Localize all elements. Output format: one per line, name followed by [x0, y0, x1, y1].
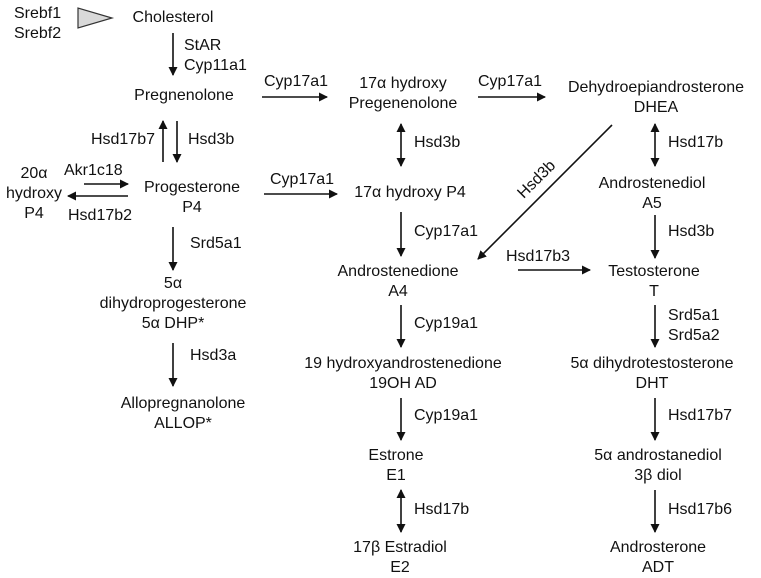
node-p4oh-line3: P4	[24, 205, 44, 222]
node-allop: Allopregnanolone	[120, 395, 246, 412]
node-dht-abbr: DHT	[635, 375, 669, 392]
enzyme-hsd3b-a: Hsd3b	[188, 131, 235, 148]
node-dhea-abbr: DHEA	[633, 99, 679, 116]
node-diol-abbr: 3β diol	[634, 467, 682, 484]
node-progesterone-abbr: P4	[182, 199, 202, 216]
node-a5-abbr: A5	[642, 195, 662, 212]
node-dhp-line2: dihydroprogesterone	[99, 295, 247, 312]
regulator-srebf2: Srebf2	[14, 25, 62, 42]
enzyme-hsd17b-b: Hsd17b	[414, 501, 470, 518]
node-t-abbr: T	[649, 283, 659, 300]
enzyme-cyp19a1-b: Cyp19a1	[414, 407, 479, 424]
enzyme-hsd3b-c: Hsd3b	[668, 223, 715, 240]
enzyme-star: StAR	[184, 37, 222, 54]
node-allop-abbr: ALLOP*	[154, 415, 212, 432]
enzyme-hsd17b7-a: Hsd17b7	[90, 131, 155, 148]
node-dhp-line3: 5α DHP*	[141, 315, 205, 332]
node-dht: 5α dihydrotestosterone	[570, 355, 734, 372]
node-a4-abbr: A4	[388, 283, 408, 300]
node-e1: Estrone	[368, 447, 424, 464]
enzyme-cyp17a1-d: Cyp17a1	[414, 223, 479, 240]
enzyme-hsd17b7-b: Hsd17b7	[668, 407, 733, 424]
enzyme-srd5a1-b: Srd5a1	[668, 307, 720, 324]
enzyme-cyp11a1: Cyp11a1	[184, 57, 247, 74]
node-diol: 5α androstanediol	[594, 447, 722, 464]
node-a4: Androstenedione	[337, 263, 459, 280]
node-pregnenolone: Pregnenolone	[134, 87, 234, 104]
node-t: Testosterone	[608, 263, 700, 280]
enzyme-srd5a2: Srd5a2	[668, 327, 720, 344]
srebf-triangle	[77, 7, 115, 29]
node-dhea: Dehydroepiandrosterone	[567, 79, 745, 96]
node-p4oh-line1: 20α	[20, 165, 48, 182]
node-adt: Androsterone	[609, 539, 707, 556]
arrow-dhea-a4	[477, 124, 613, 260]
node-a5: Androstenediol	[598, 175, 706, 192]
node-adt-abbr: ADT	[642, 559, 674, 576]
enzyme-akr1c18: Akr1c18	[64, 162, 123, 179]
enzyme-hsd17b3: Hsd17b3	[506, 248, 571, 265]
node-progesterone: Progesterone	[143, 179, 241, 196]
enzyme-hsd3b-b: Hsd3b	[414, 134, 461, 151]
node-dhp-line1: 5α	[163, 275, 183, 292]
regulator-srebf1: Srebf1	[14, 5, 62, 22]
enzyme-hsd17b-a: Hsd17b	[668, 134, 724, 151]
node-ohad-abbr: 19OH AD	[369, 375, 437, 392]
node-p4oh-line2: hydroxy	[5, 185, 63, 202]
enzyme-cyp17a1-b: Cyp17a1	[478, 73, 543, 90]
node-oh-p4: 17α hydroxy P4	[354, 184, 466, 201]
enzyme-hsd3a: Hsd3a	[190, 347, 237, 364]
enzyme-srd5a1-a: Srd5a1	[190, 235, 242, 252]
enzyme-hsd17b2: Hsd17b2	[68, 207, 133, 224]
enzyme-cyp17a1-a: Cyp17a1	[264, 73, 329, 90]
node-e1-abbr: E1	[386, 467, 406, 484]
node-e2: 17β Estradiol	[353, 539, 447, 556]
enzyme-cyp19a1-a: Cyp19a1	[414, 315, 479, 332]
node-oh-preg-line2: Pregenenolone	[348, 95, 458, 112]
enzyme-hsd17b6: Hsd17b6	[668, 501, 733, 518]
node-e2-abbr: E2	[390, 559, 410, 576]
node-oh-preg-line1: 17α hydroxy	[359, 75, 447, 92]
node-cholesterol: Cholesterol	[132, 9, 214, 26]
enzyme-cyp17a1-c: Cyp17a1	[270, 171, 335, 188]
node-ohad: 19 hydroxyandrostenedione	[304, 355, 502, 372]
